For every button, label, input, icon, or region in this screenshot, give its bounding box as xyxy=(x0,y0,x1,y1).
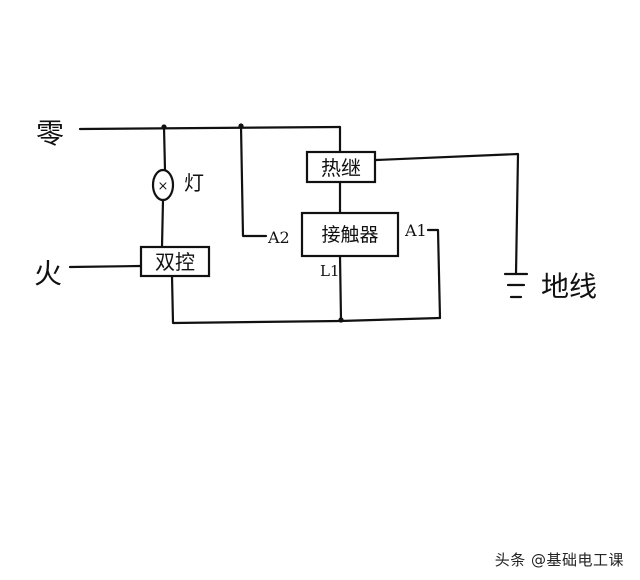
lamp-to-switch-wire xyxy=(160,198,165,249)
thermal-relay-box xyxy=(305,150,377,184)
a1-wire xyxy=(426,228,442,320)
double-switch-label: 双控 xyxy=(155,250,195,274)
terminal-l1-label: L1 xyxy=(320,262,340,280)
neutral-label: 零 xyxy=(36,117,64,150)
switch-bottom-wire xyxy=(170,274,442,325)
junction-dot xyxy=(338,317,344,323)
live-line xyxy=(68,264,142,269)
junction-dot xyxy=(161,124,167,130)
terminal-a2-label: A2 xyxy=(267,228,290,247)
l1-wire xyxy=(338,254,343,322)
a2-wire xyxy=(239,124,268,238)
live-label: 火 xyxy=(34,257,62,290)
ground-symbol xyxy=(503,272,529,299)
lamp-symbol xyxy=(151,168,175,202)
thermal-relay-label: 热继 xyxy=(321,156,361,180)
double-switch-box xyxy=(139,245,211,278)
watermark: 头条 @基础电工课 xyxy=(494,551,624,569)
lamp-neutral-wire xyxy=(162,125,167,172)
contactor-label: 接触器 xyxy=(321,224,378,246)
contactor-box xyxy=(300,211,400,258)
junction-dot xyxy=(238,123,244,129)
lamp-cross: × xyxy=(158,179,169,194)
ground-wire xyxy=(374,152,520,276)
terminal-a1-label: A1 xyxy=(404,221,427,240)
neutral-line xyxy=(78,125,342,131)
lamp-label: 灯 xyxy=(184,171,204,195)
ground-label: 地线 xyxy=(541,270,597,303)
